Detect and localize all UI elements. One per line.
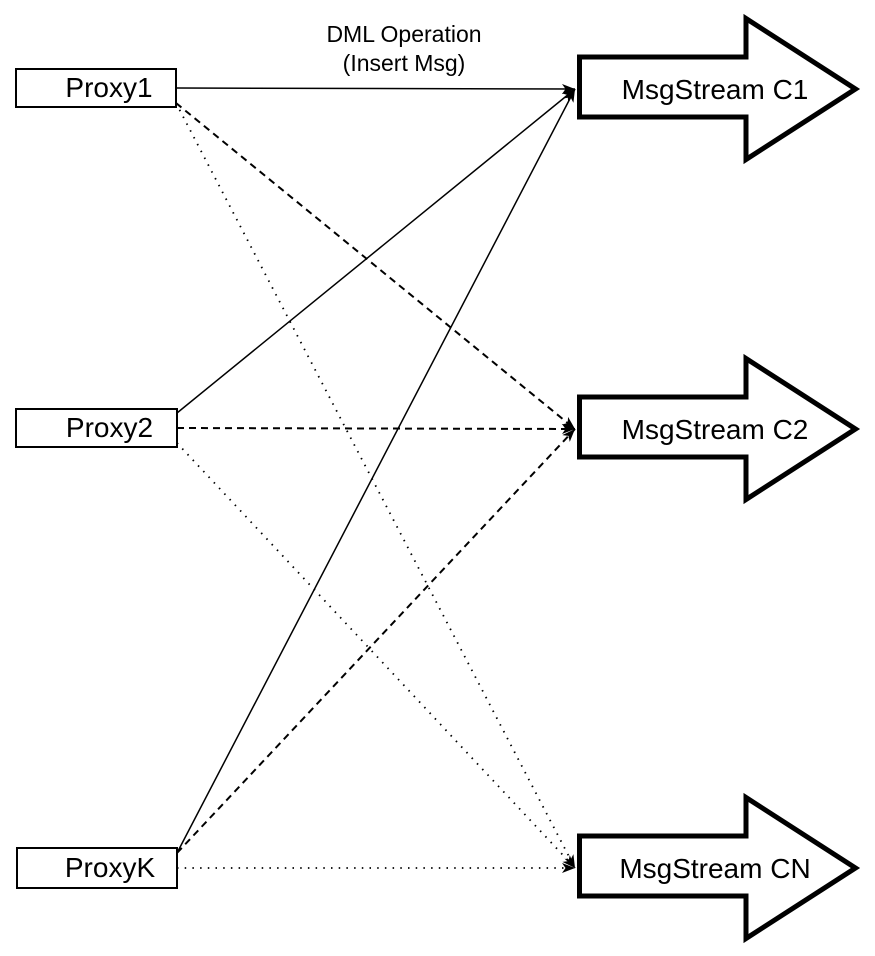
block-arrow-shape [577,13,861,165]
msgstream-c1-arrow: MsgStream C1 [577,13,861,165]
connector-proxy1-to-cn [175,102,576,869]
msgstream-c2-label: MsgStream C2 [622,414,809,445]
connector-proxy2-to-c2 [176,423,576,434]
connector-proxy2-to-cn [176,442,576,869]
connector-proxy1-to-c1 [175,83,576,94]
connector-proxyk-to-c1 [176,88,576,854]
msgstream-cn-label: MsgStream CN [619,853,810,884]
block-arrow-icon: MsgStream C1 [577,13,861,165]
block-arrow-icon: MsgStream CN [577,792,861,944]
block-arrow-shape [577,353,861,505]
proxy2-label: Proxy2 [65,412,154,443]
title-line-1: DML Operation [326,21,482,47]
proxy1-label: Proxy1 [65,72,153,103]
block-arrow-icon: MsgStream C2 [577,353,861,505]
block-arrow-shape [577,792,861,944]
msgstream-c2-arrow: MsgStream C2 [577,353,861,505]
connector-proxyk-to-c2 [176,428,576,854]
msgstream-c1-label: MsgStream C1 [622,74,809,105]
msgstream-cn-arrow: MsgStream CN [577,792,861,944]
title-line-2: (Insert Msg) [342,50,466,76]
proxyk-box: ProxyK [16,847,178,889]
proxy1-box: Proxy1 [15,68,177,108]
proxy2-box: Proxy2 [15,408,178,448]
connector-proxy1-to-c2 [175,102,576,430]
diagram-title: DML Operation (Insert Msg) [254,20,554,78]
proxyk-label: ProxyK [64,852,156,883]
connector-lines-group [175,83,576,873]
connector-proxy2-to-c1 [176,88,576,414]
